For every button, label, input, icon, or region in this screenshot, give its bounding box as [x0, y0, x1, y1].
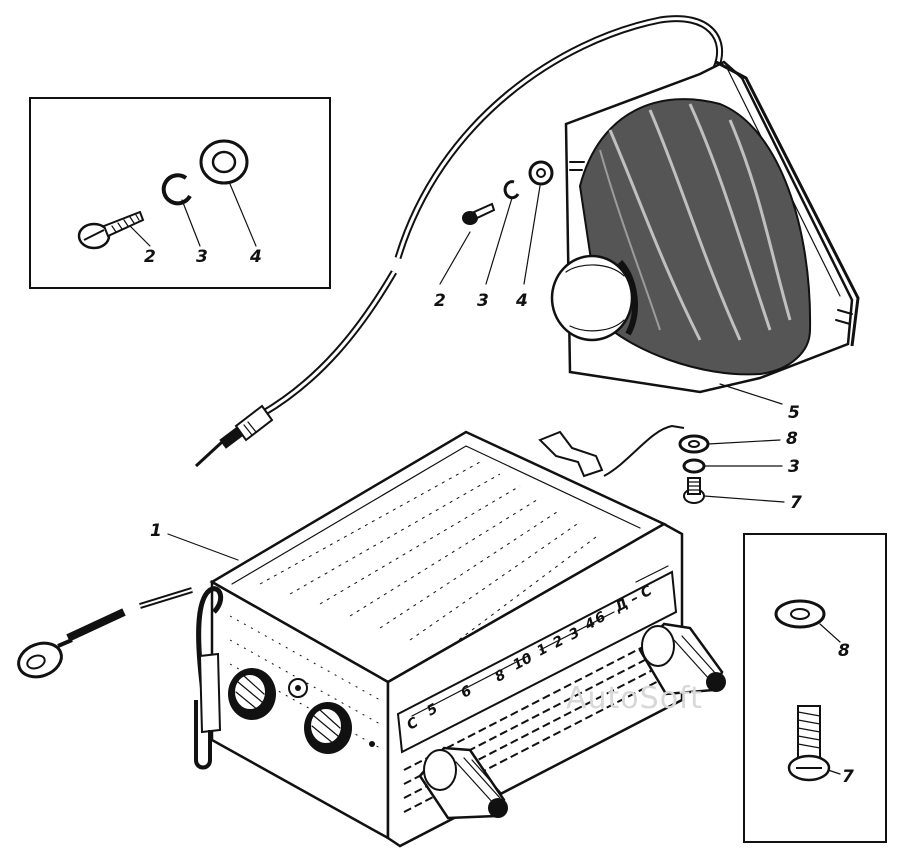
screw-icon [787, 705, 831, 782]
callout-bracket-8: 8 [786, 429, 798, 449]
callout-speaker-3: 3 [477, 291, 489, 311]
callout-radio-1: 1 [150, 521, 162, 541]
knob-icon [418, 746, 508, 820]
callout-inset-left-2: 2 [144, 247, 156, 267]
callout-inset-left-3: 3 [196, 247, 208, 267]
knob-icon [228, 668, 276, 720]
flat-washer-icon [774, 599, 826, 629]
callout-speaker-4: 4 [515, 291, 528, 311]
ground-wire [603, 424, 685, 477]
screw-icon [683, 477, 705, 504]
screw-icon [462, 202, 496, 225]
callout-speaker-2: 2 [434, 291, 446, 311]
antenna-cable-icon [194, 15, 724, 468]
speaker-icon [550, 60, 860, 405]
callout-inset-left-4: 4 [249, 247, 262, 267]
inset-right-frame [743, 533, 887, 843]
callout-bracket-7: 7 [790, 493, 802, 513]
inset-left-frame [29, 97, 331, 289]
bracket-fasteners: 8 3 7 [678, 429, 802, 513]
split-washer-icon [682, 458, 706, 474]
power-lead [17, 586, 224, 770]
screw-icon [77, 210, 145, 250]
flat-washer-icon [528, 160, 554, 186]
callout-inset-right-8: 8 [838, 641, 850, 661]
watermark: AutoSoft [566, 681, 703, 716]
flat-washer-icon [678, 434, 710, 454]
inset-left: 2 3 4 [29, 97, 331, 289]
callout-bracket-3: 3 [788, 457, 800, 477]
callout-inset-right-7: 7 [842, 767, 854, 787]
split-washer-icon [503, 180, 520, 200]
speaker-fasteners: 2 3 4 [434, 160, 554, 311]
split-washer-icon [161, 173, 192, 206]
callout-speaker-5: 5 [788, 403, 800, 423]
knob-icon [304, 702, 352, 754]
inset-right: 8 7 [743, 533, 887, 843]
knob-icon [638, 622, 726, 696]
flat-washer-icon [199, 139, 249, 185]
